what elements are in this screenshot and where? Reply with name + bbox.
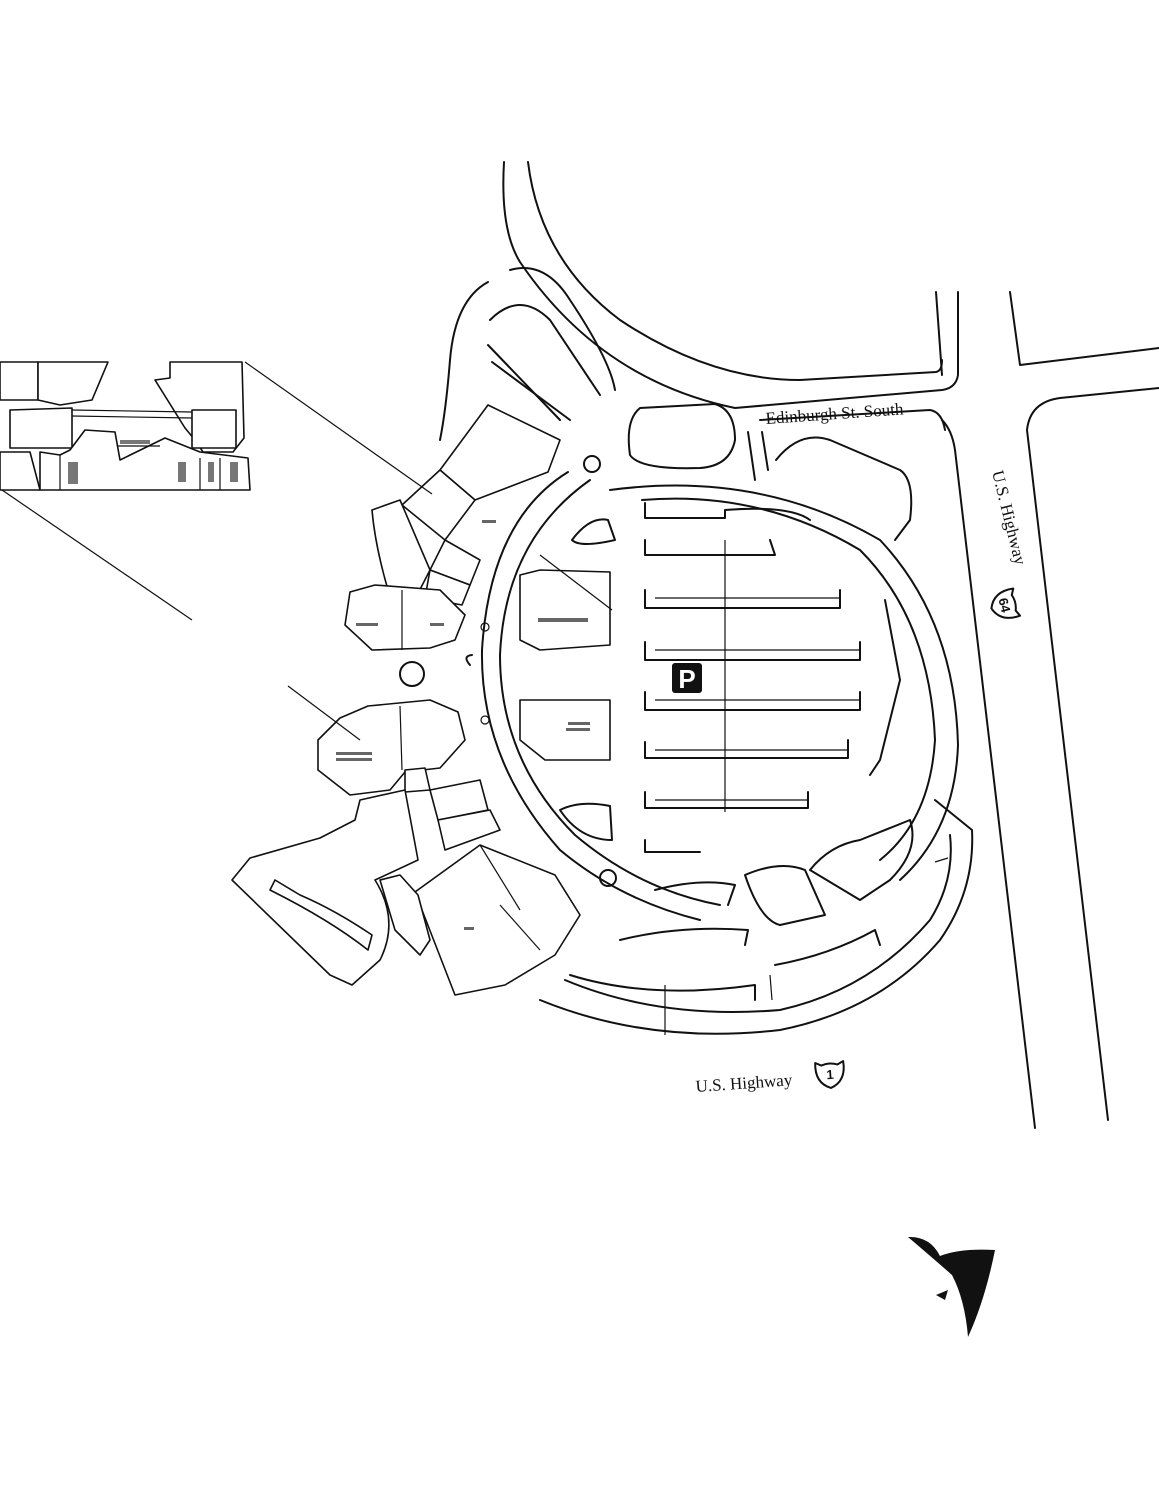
parking-sign-icon (672, 663, 702, 693)
parking-sign: P (672, 663, 702, 694)
edinburgh-street-road (502, 161, 959, 431)
store-label-marks (336, 520, 590, 930)
highway-1-shield: 1 (814, 1060, 845, 1089)
traffic-islands (559, 403, 914, 926)
inset-map (0, 361, 433, 621)
svg-text:64: 64 (995, 596, 1013, 614)
highway-64-road (935, 291, 1159, 1129)
north-arrow-icon (908, 1236, 995, 1337)
outer-ring-road (439, 267, 974, 1035)
leader-lines (287, 554, 613, 741)
us-shield-icon (990, 587, 1022, 619)
roundabouts (399, 455, 617, 887)
parking-sign-label: P (678, 664, 695, 694)
svg-text:1: 1 (826, 1067, 834, 1082)
retail-buildings (231, 404, 611, 996)
highway-64-shield: 64 (990, 587, 1022, 619)
highway-64-label: U.S. Highway (988, 468, 1030, 567)
highway-1-label: U.S. Highway (695, 1070, 793, 1096)
parking-rows (569, 502, 949, 1035)
us-shield-icon-2 (814, 1060, 845, 1089)
